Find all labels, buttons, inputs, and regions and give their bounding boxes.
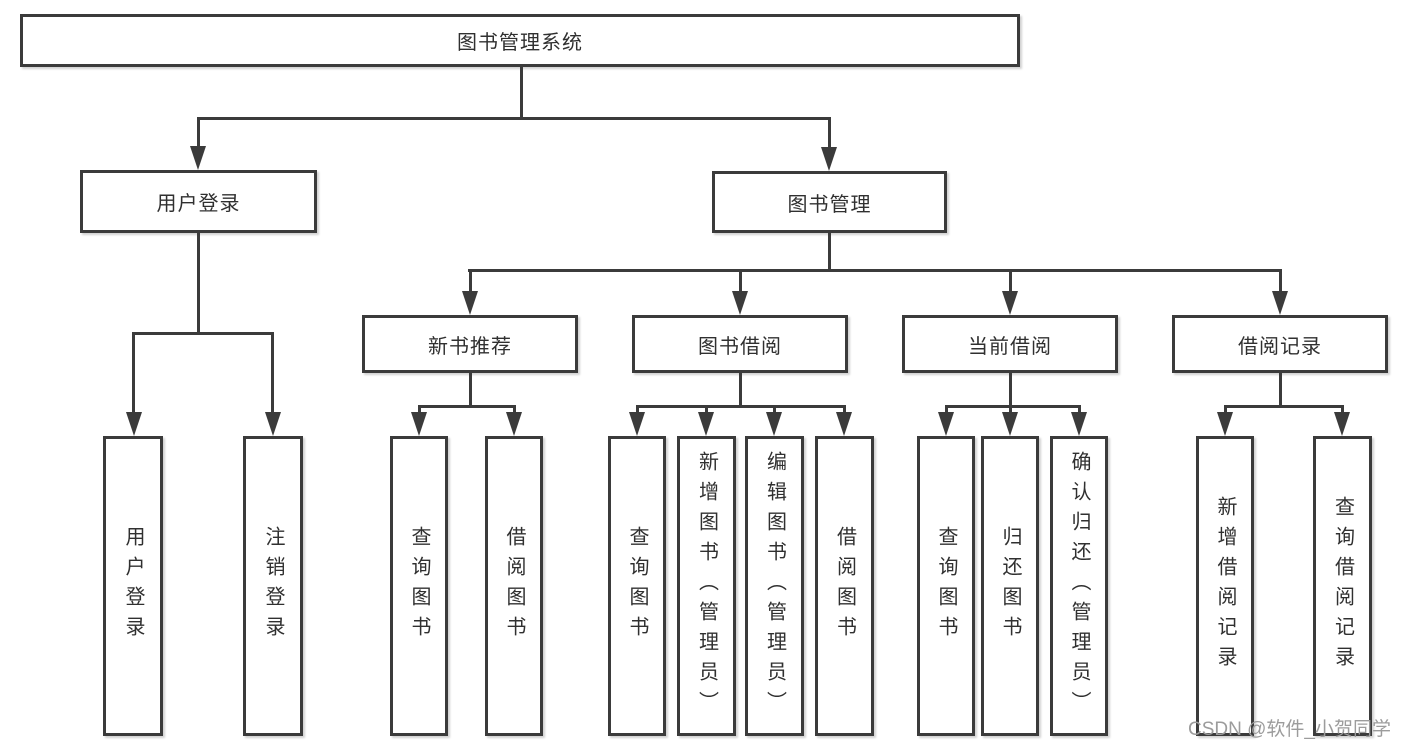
leaf-query-borrow-record-label: 查询借阅记录 bbox=[1331, 496, 1354, 676]
leaf-borrowing-query-books: 查询图书 bbox=[608, 436, 666, 736]
leaf-user-login: 用户登录 bbox=[103, 436, 163, 736]
connector-stem-rec-query bbox=[418, 405, 421, 413]
arrowhead-cur-query-icon bbox=[938, 412, 954, 436]
leaf-query-borrow-record: 查询借阅记录 bbox=[1313, 436, 1372, 736]
leaf-borrow-books: 借阅图书 bbox=[815, 436, 874, 736]
leaf-recommend-query-books: 查询图书 bbox=[390, 436, 448, 736]
arrowhead-book-mgmt-icon bbox=[821, 147, 837, 171]
connector-stem-leaf-logout bbox=[271, 332, 274, 413]
leaf-add-borrow-record-label: 新增借阅记录 bbox=[1214, 496, 1236, 676]
leaf-recommend-borrow-books-label: 借阅图书 bbox=[503, 526, 525, 646]
connector-book-mgmt-drop bbox=[828, 233, 831, 272]
node-root-label: 图书管理系统 bbox=[457, 32, 583, 54]
leaf-recommend-borrow-books: 借阅图书 bbox=[485, 436, 543, 736]
connector-stem-records bbox=[1279, 269, 1282, 294]
arrowhead-rec-add-icon bbox=[1217, 412, 1233, 436]
leaf-user-login-label: 用户登录 bbox=[122, 526, 144, 646]
connector-user-login-rail bbox=[132, 332, 274, 335]
connector-stem-bor-query bbox=[636, 405, 639, 413]
connector-stem-bor-edit bbox=[773, 405, 776, 413]
arrowhead-cur-confirm-icon bbox=[1071, 412, 1087, 436]
connector-stem-user-login bbox=[197, 117, 200, 147]
leaf-return-books-label: 归还图书 bbox=[999, 526, 1021, 646]
arrowhead-new-book-icon bbox=[462, 291, 478, 315]
arrowhead-user-login-icon bbox=[190, 146, 206, 170]
leaf-borrowing-query-books-label: 查询图书 bbox=[626, 526, 648, 646]
arrowhead-leaf-logout-icon bbox=[265, 412, 281, 436]
arrowhead-bor-borrow-icon bbox=[836, 412, 852, 436]
node-borrowing-records-label: 借阅记录 bbox=[1238, 335, 1322, 358]
connector-stem-cur-confirm bbox=[1078, 405, 1081, 413]
leaf-current-query-books-label: 查询图书 bbox=[935, 526, 957, 646]
arrowhead-rec-borrow-icon bbox=[506, 412, 522, 436]
arrowhead-bor-query-icon bbox=[629, 412, 645, 436]
csdn-watermark: CSDN @软件_小贺同学 bbox=[1188, 719, 1391, 740]
node-book-management: 图书管理 bbox=[712, 171, 947, 233]
connector-new-book-rail bbox=[418, 405, 516, 408]
connector-stem-current bbox=[1009, 269, 1012, 294]
connector-root-rail bbox=[197, 117, 831, 120]
connector-stem-rec-add bbox=[1224, 405, 1227, 413]
connector-stem-rec-query2 bbox=[1341, 405, 1344, 413]
connector-new-book-drop bbox=[469, 373, 472, 408]
node-book-management-label: 图书管理 bbox=[787, 193, 872, 216]
connector-records-drop bbox=[1279, 373, 1282, 408]
connector-stem-borrowing bbox=[739, 269, 742, 294]
arrowhead-records-icon bbox=[1272, 291, 1288, 315]
node-book-borrowing-label: 图书借阅 bbox=[698, 335, 782, 358]
arrowhead-rec-query-icon bbox=[411, 412, 427, 436]
connector-root-drop bbox=[520, 67, 523, 120]
connector-stem-leaf-login bbox=[132, 332, 135, 413]
node-user-login-label: 用户登录 bbox=[156, 193, 241, 215]
arrowhead-current-icon bbox=[1002, 291, 1018, 315]
node-current-borrowing-label: 当前借阅 bbox=[968, 335, 1052, 358]
connector-borrowing-rail bbox=[636, 405, 845, 408]
arrowhead-bor-add-icon bbox=[698, 412, 714, 436]
leaf-edit-books-admin: 编辑图书（管理员） bbox=[745, 436, 804, 736]
leaf-add-books-admin-label: 新增图书（管理员） bbox=[695, 451, 718, 721]
arrowhead-leaf-login-icon bbox=[126, 412, 142, 436]
arrowhead-borrowing-icon bbox=[732, 291, 748, 315]
connector-current-rail bbox=[945, 405, 1081, 408]
node-current-borrowing: 当前借阅 bbox=[902, 315, 1118, 373]
connector-stem-cur-return bbox=[1009, 405, 1012, 413]
node-user-login: 用户登录 bbox=[80, 170, 317, 233]
leaf-current-query-books: 查询图书 bbox=[917, 436, 975, 736]
leaf-add-borrow-record: 新增借阅记录 bbox=[1196, 436, 1254, 736]
leaf-recommend-query-books-label: 查询图书 bbox=[408, 526, 430, 646]
connector-current-drop bbox=[1009, 373, 1012, 408]
connector-user-login-drop bbox=[197, 233, 200, 335]
connector-stem-rec-borrow bbox=[513, 405, 516, 413]
leaf-edit-books-admin-label: 编辑图书（管理员） bbox=[763, 451, 786, 721]
connector-borrowing-drop bbox=[739, 373, 742, 408]
connector-stem-bor-borrow bbox=[843, 405, 846, 413]
leaf-confirm-return-admin-label: 确认归还（管理员） bbox=[1068, 451, 1090, 721]
connector-stem-new-book bbox=[469, 269, 472, 294]
connector-stem-bor-add bbox=[705, 405, 708, 413]
connector-book-mgmt-rail bbox=[468, 269, 1282, 272]
leaf-logout-label: 注销登录 bbox=[262, 526, 284, 646]
node-root-library-system: 图书管理系统 bbox=[20, 14, 1020, 67]
arrowhead-rec-query2-icon bbox=[1334, 412, 1350, 436]
leaf-confirm-return-admin: 确认归还（管理员） bbox=[1050, 436, 1108, 736]
node-new-book-recommend-label: 新书推荐 bbox=[428, 335, 512, 358]
connector-records-rail bbox=[1224, 405, 1344, 408]
leaf-logout: 注销登录 bbox=[243, 436, 303, 736]
leaf-add-books-admin: 新增图书（管理员） bbox=[677, 436, 736, 736]
node-borrowing-records: 借阅记录 bbox=[1172, 315, 1388, 373]
arrowhead-cur-return-icon bbox=[1002, 412, 1018, 436]
leaf-borrow-books-label: 借阅图书 bbox=[833, 526, 856, 646]
arrowhead-bor-edit-icon bbox=[766, 412, 782, 436]
connector-stem-book-mgmt bbox=[828, 117, 831, 148]
leaf-return-books: 归还图书 bbox=[981, 436, 1039, 736]
node-new-book-recommend: 新书推荐 bbox=[362, 315, 578, 373]
node-book-borrowing: 图书借阅 bbox=[632, 315, 848, 373]
connector-stem-cur-query bbox=[945, 405, 948, 413]
